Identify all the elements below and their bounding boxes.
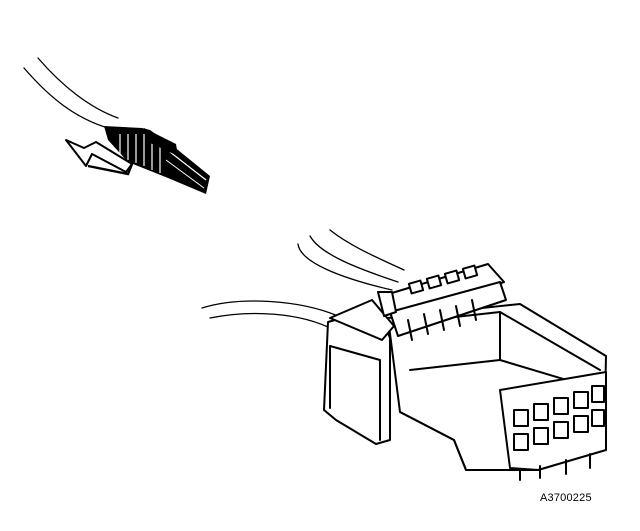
upper-wires — [23, 57, 119, 129]
cavity-row-top — [513, 385, 605, 427]
removed-lock-icon — [104, 126, 210, 194]
cavity-row-bottom — [513, 409, 605, 451]
lock-tabs — [407, 264, 479, 295]
arrow-left-down-icon — [65, 139, 134, 176]
ten-cavity-electrical-connector-icon — [323, 263, 607, 481]
figure-reference-code: A3700225 — [540, 492, 592, 504]
connector-wires — [201, 229, 405, 331]
